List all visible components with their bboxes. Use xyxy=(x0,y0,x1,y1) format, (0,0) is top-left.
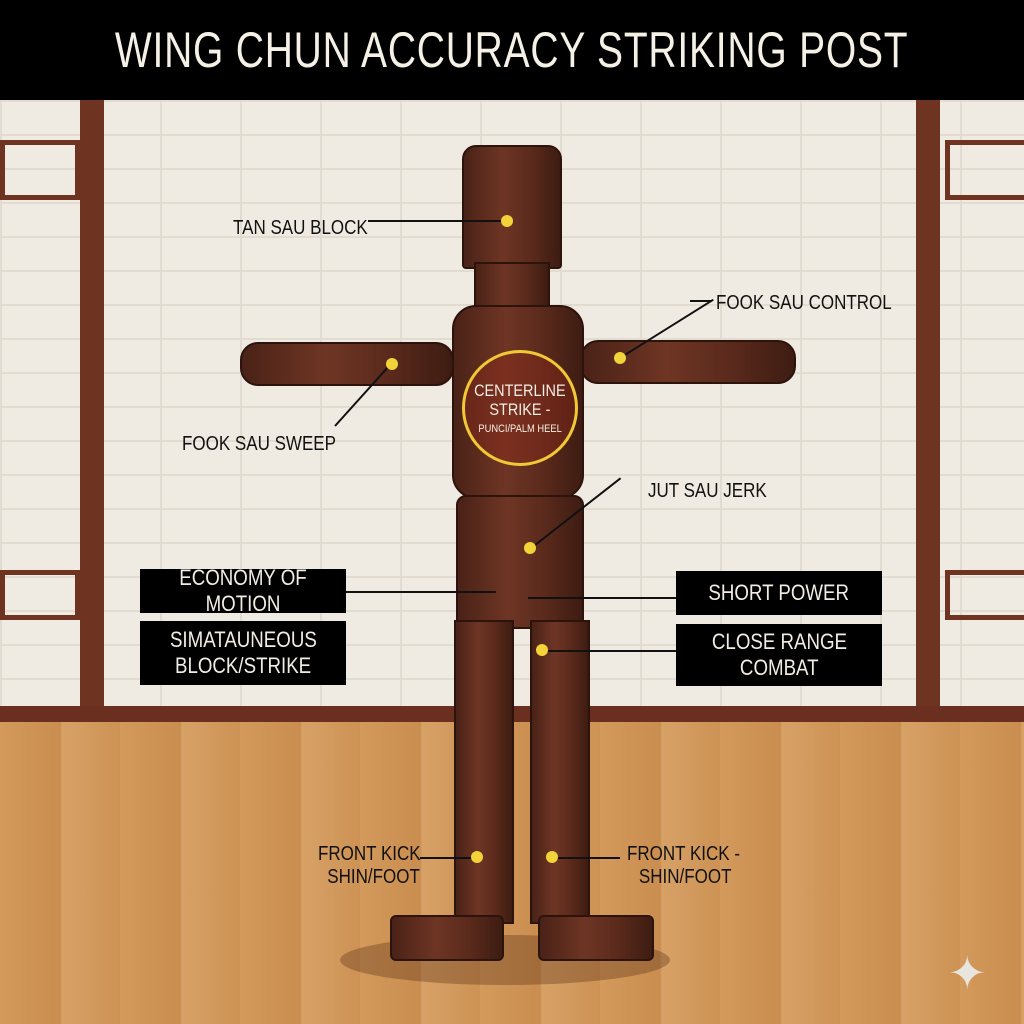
dummy-right-foot xyxy=(538,915,654,961)
short-power-leader xyxy=(528,597,678,599)
kick-right-label: FRONT KICK - SHIN/FOOT xyxy=(627,843,740,889)
close-range-leader xyxy=(542,650,678,652)
close-range-line1: CLOSE RANGE xyxy=(711,629,847,654)
dummy-head xyxy=(462,145,562,269)
centerline-target: CENTERLINE STRIKE - PUNCI/PALM HEEL xyxy=(462,350,578,466)
fook-sau-sweep-label: FOOK SAU SWEEP xyxy=(182,433,336,455)
right-lattice-bottom xyxy=(945,570,1024,620)
dummy-right-leg xyxy=(530,620,590,924)
fook-sau-control-label: FOOK SAU CONTROL xyxy=(716,292,892,314)
right-wood-frame xyxy=(916,100,940,710)
economy-of-motion-text: ECONOMY OF MOTION xyxy=(179,565,307,616)
close-range-line2: COMBAT xyxy=(739,655,819,680)
close-range-marker xyxy=(536,644,548,656)
left-wood-frame xyxy=(80,100,104,710)
dummy-left-foot xyxy=(390,915,504,961)
kick-right-marker xyxy=(546,851,558,863)
center-label-line1: CENTERLINE xyxy=(474,381,566,400)
jut-sau-label: JUT SAU JERK xyxy=(648,480,767,502)
kick-right-line1: FRONT KICK - xyxy=(627,843,741,865)
tan-sau-label: TAN SAU BLOCK xyxy=(233,217,368,239)
short-power-box: SHORT POWER xyxy=(676,571,882,615)
simultaneous-line1: SIMATAUNEOUS xyxy=(169,627,317,652)
jut-sau-marker xyxy=(524,542,536,554)
fook-sau-control-marker xyxy=(614,352,626,364)
dummy-right-arm xyxy=(580,340,796,384)
left-lattice-top xyxy=(0,140,80,200)
kick-left-leader xyxy=(420,857,475,859)
kick-right-line2: SHIN/FOOT xyxy=(638,866,732,888)
dummy-left-arm xyxy=(240,342,454,386)
sparkle-icon: ✦ xyxy=(948,947,987,999)
dummy-hips xyxy=(456,495,584,629)
kick-right-leader xyxy=(552,857,620,859)
left-lattice-bottom xyxy=(0,570,80,620)
fook-sau-sweep-marker xyxy=(386,358,398,370)
kick-left-label: FRONT KICK SHIN/FOOT xyxy=(318,843,421,889)
center-label-line3: PUNCI/PALM HEEL xyxy=(478,423,562,435)
economy-leader xyxy=(346,591,496,593)
tan-sau-marker xyxy=(501,215,513,227)
center-label-line2: STRIKE - xyxy=(489,400,551,419)
kick-left-line1: FRONT KICK xyxy=(318,843,421,865)
simultaneous-line2: BLOCK/STRIKE xyxy=(174,653,312,678)
tan-sau-leader xyxy=(368,220,506,222)
right-lattice-top xyxy=(945,140,1024,200)
kick-left-marker xyxy=(471,851,483,863)
short-power-text: SHORT POWER xyxy=(708,580,850,605)
dummy-left-leg xyxy=(454,620,514,924)
title-banner: WING CHUN ACCURACY STRIKING POST xyxy=(0,0,1024,100)
economy-of-motion-box: ECONOMY OF MOTION xyxy=(140,565,346,616)
fook-sau-control-leader-end xyxy=(690,300,712,302)
kick-left-line2: SHIN/FOOT xyxy=(327,866,420,888)
simultaneous-block-strike-box: SIMATAUNEOUS BLOCK/STRIKE xyxy=(140,621,346,685)
page-title: WING CHUN ACCURACY STRIKING POST xyxy=(115,22,909,78)
close-range-combat-box: CLOSE RANGE COMBAT xyxy=(676,624,882,686)
